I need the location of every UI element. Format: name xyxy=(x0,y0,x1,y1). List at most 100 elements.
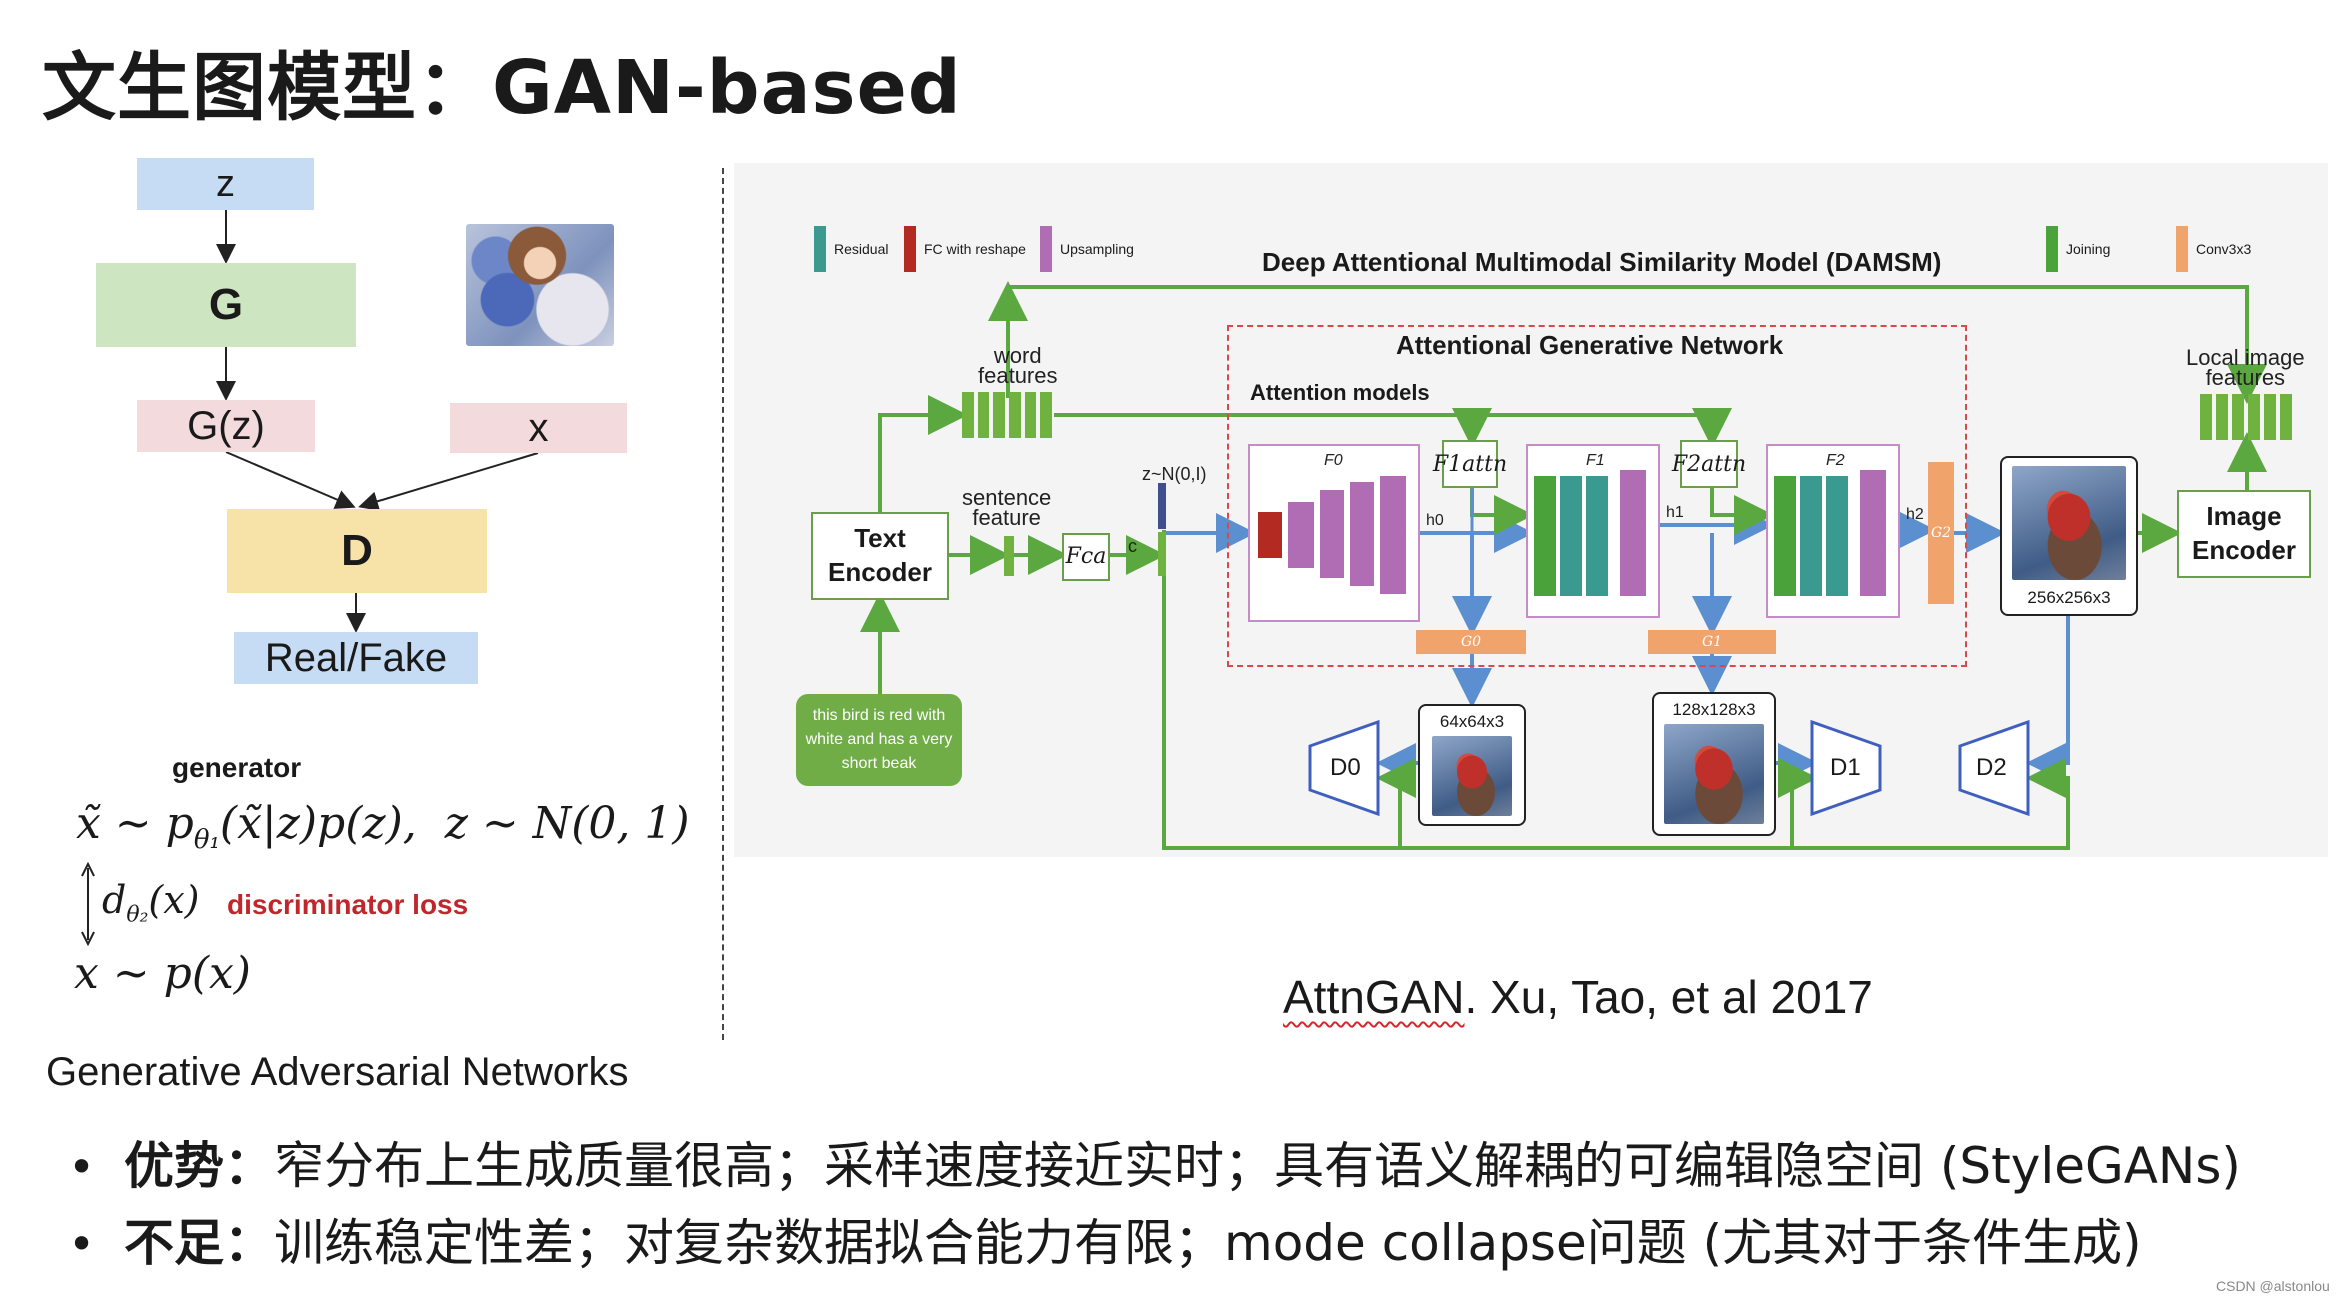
cons-label: 不足： xyxy=(124,1214,274,1272)
bullet-dot: • xyxy=(68,1140,96,1194)
legend-swatch xyxy=(814,226,826,272)
image-encoder-line2: Encoder xyxy=(2191,535,2297,565)
cons-text: 训练稳定性差；对复杂数据拟合能力有限；mode collapse问题 (尤其对于… xyxy=(274,1214,2142,1272)
word-features-bars xyxy=(962,392,1053,438)
local-features-bars xyxy=(2200,394,2292,440)
bird-image xyxy=(1664,724,1764,824)
generated-image-64: 64x64x3 xyxy=(1418,704,1526,826)
d0-trapezoid xyxy=(1308,719,1380,817)
citation-authors: . Xu, Tao, et al 2017 xyxy=(1464,971,1873,1023)
real-sample-box: x xyxy=(450,403,627,453)
image-128-label: 128x128x3 xyxy=(1672,700,1756,719)
d0-label: D0 xyxy=(1330,754,1361,781)
h1-label: h1 xyxy=(1666,504,1684,521)
legend-label: FC with reshape xyxy=(924,241,1026,257)
generated-image-128: 128x128x3 xyxy=(1652,692,1776,836)
legend-swatch xyxy=(1040,226,1052,272)
bullet-dot: • xyxy=(68,1217,96,1271)
d2-label: D2 xyxy=(1976,754,2007,781)
generated-image-256: 256x256x3 xyxy=(2000,456,2138,616)
pros-text: 窄分布上生成质量很高；采样速度接近实时；具有语义解耦的可编辑隐空间 (Style… xyxy=(274,1137,2241,1195)
gan-arrows xyxy=(216,210,539,633)
text-encoder-line2: Encoder xyxy=(827,557,933,587)
data-equation: x ∼ p(x) xyxy=(74,948,251,999)
watermark: CSDN @alstonlou xyxy=(2216,1278,2330,1294)
fca-box: Fca xyxy=(1062,533,1110,581)
sentence-feature-label: sentence feature xyxy=(962,485,1052,530)
text-encoder-line1: Text xyxy=(854,523,906,554)
f1-label: F1 xyxy=(1586,452,1605,469)
f1-attn-box: F1attn xyxy=(1433,440,1507,488)
citation: AttnGAN. Xu, Tao, et al 2017 xyxy=(1283,970,1873,1024)
d2-trapezoid xyxy=(1958,719,2030,817)
h0-label: h0 xyxy=(1426,512,1444,529)
word-features-line1: word xyxy=(993,343,1042,368)
attention-models-label: Attention models xyxy=(1250,380,1430,405)
noise-bar xyxy=(1158,483,1166,529)
bullet-pros: • 优势： 窄分布上生成质量很高；采样速度接近实时；具有语义解耦的可编辑隐空间 … xyxy=(68,1128,2241,1205)
legend-swatch xyxy=(904,226,916,272)
legend-fc-reshape: FC with reshape xyxy=(904,226,1026,272)
bird-image xyxy=(2012,466,2126,580)
stage-f1: F1 xyxy=(1526,444,1660,618)
vertical-divider xyxy=(722,168,724,1040)
f0-label: F0 xyxy=(1324,452,1343,469)
discriminator-equation: dθ₂(x) xyxy=(102,878,200,928)
image-256-label: 256x256x3 xyxy=(2027,588,2111,607)
updown-arrow xyxy=(81,862,95,946)
sentence-feature-bar xyxy=(1004,536,1014,576)
d1-label: D1 xyxy=(1830,754,1861,781)
noise-z-box: z xyxy=(137,158,314,210)
arrow-x-to-d xyxy=(358,452,539,511)
word-features-line2: features xyxy=(978,363,1058,388)
d1-trapezoid xyxy=(1810,719,1882,817)
local-features-label: Local image features xyxy=(2186,345,2305,389)
c-label: c xyxy=(1128,536,1137,556)
text-encoder-box: Text Encoder xyxy=(811,512,949,600)
bullet-cons: • 不足： 训练稳定性差；对复杂数据拟合能力有限；mode collapse问题… xyxy=(68,1205,2241,1282)
page-title: 文生图模型：GAN-based xyxy=(42,45,962,131)
local-features-line1: Local image xyxy=(2186,345,2305,370)
generator-equation: x̃ ∼ pθ₁(x̃|z)p(z), z ∼ N(0, 1) xyxy=(76,798,690,855)
legend-swatch xyxy=(2046,226,2058,272)
legend-conv: Conv3x3 xyxy=(2176,226,2251,272)
image-64-label: 64x64x3 xyxy=(1439,712,1505,731)
sentence-feature-line1: sentence xyxy=(962,485,1052,510)
legend-label: Conv3x3 xyxy=(2196,241,2252,257)
agn-title: Attentional Generative Network xyxy=(1396,330,1784,360)
legend-swatch xyxy=(2176,226,2188,272)
sentence-feature-line2: feature xyxy=(972,505,1041,530)
generator-label: generator xyxy=(172,752,302,783)
real-fake-output-box: Real/Fake xyxy=(234,632,478,684)
f2-attn-box: F2attn xyxy=(1672,440,1746,488)
c-bar xyxy=(1158,532,1166,576)
arrow-gz-to-d xyxy=(225,451,356,509)
stage-f2: F2 xyxy=(1766,444,1900,618)
generator-box: G xyxy=(96,263,356,347)
pros-label: 优势： xyxy=(124,1137,274,1195)
image-encoder-line1: Image xyxy=(2206,501,2282,532)
f2-label: F2 xyxy=(1826,452,1845,469)
discriminator-box: D xyxy=(227,509,487,593)
attentional-generative-network-box xyxy=(1227,325,1967,667)
g2-block: G2 xyxy=(1928,462,1954,604)
sample-girl-image xyxy=(466,224,614,346)
noise-label: z~N(0,I) xyxy=(1142,464,1207,484)
g1-block: G1 xyxy=(1648,630,1776,654)
legend-label: Joining xyxy=(2066,241,2111,257)
word-features-label: word features xyxy=(978,343,1058,388)
citation-name: AttnGAN xyxy=(1283,971,1465,1023)
pros-cons-list: • 优势： 窄分布上生成质量很高；采样速度接近实时；具有语义解耦的可编辑隐空间 … xyxy=(68,1128,2241,1282)
discriminator-loss-label: discriminator loss xyxy=(227,889,469,920)
legend-residual: Residual xyxy=(814,226,888,272)
legend-joining: Joining xyxy=(2046,226,2110,272)
g0-block: G0 xyxy=(1416,630,1526,654)
generated-sample-box: G(z) xyxy=(137,400,315,452)
legend-upsampling: Upsampling xyxy=(1040,226,1134,272)
legend-label: Residual xyxy=(834,241,889,257)
image-encoder-box: Image Encoder xyxy=(2177,490,2311,578)
h2-label: h2 xyxy=(1906,506,1924,523)
gan-caption: Generative Adversarial Networks xyxy=(46,1050,629,1094)
legend-label: Upsampling xyxy=(1060,241,1134,257)
damsm-title: Deep Attentional Multimodal Similarity M… xyxy=(1262,247,1942,277)
